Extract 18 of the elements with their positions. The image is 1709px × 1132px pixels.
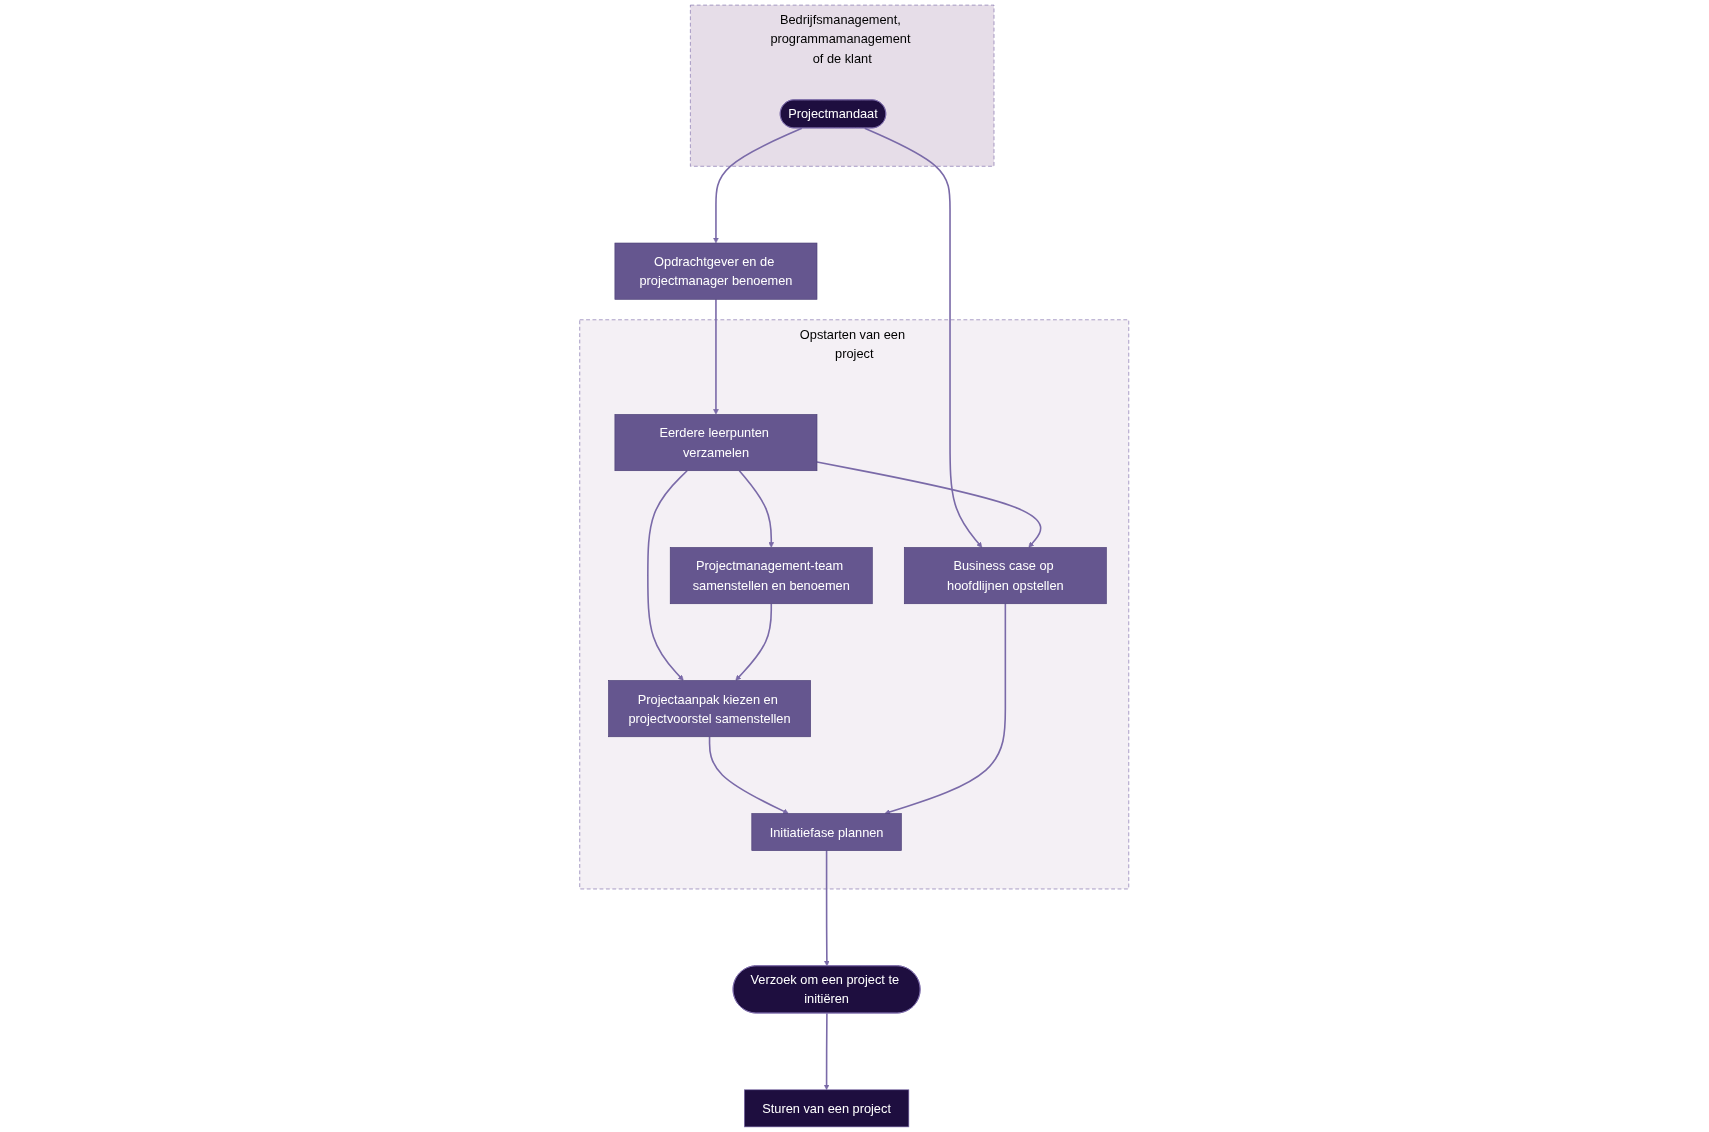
arrow: [824, 1012, 830, 1091]
arrow: [738, 469, 775, 548]
arrow: [816, 461, 1042, 548]
arrow: [824, 849, 830, 967]
arrow: [713, 127, 803, 244]
node-box: Opdrachtgever en de projectmanager benoemen: [614, 242, 818, 300]
arrow: [864, 127, 983, 548]
node-box: Sturen van een project: [744, 1089, 910, 1128]
node-box: Projectmanagement-team samenstellen en benoemen: [670, 547, 873, 605]
node-box: Initiatiefase plannen: [751, 813, 902, 851]
arrow: [735, 602, 773, 681]
node-box: Business case op hoofdlijnen opstellen: [904, 547, 1107, 605]
node-box: Projectaanpak kiezen en projectvoorstel samenstellen: [608, 680, 812, 738]
arrow: [647, 469, 689, 681]
node-box: Eerdere leerpunten verzamelen: [614, 414, 818, 472]
arrow: [709, 735, 789, 814]
arrow: [884, 602, 1007, 815]
arrow: [713, 298, 719, 415]
